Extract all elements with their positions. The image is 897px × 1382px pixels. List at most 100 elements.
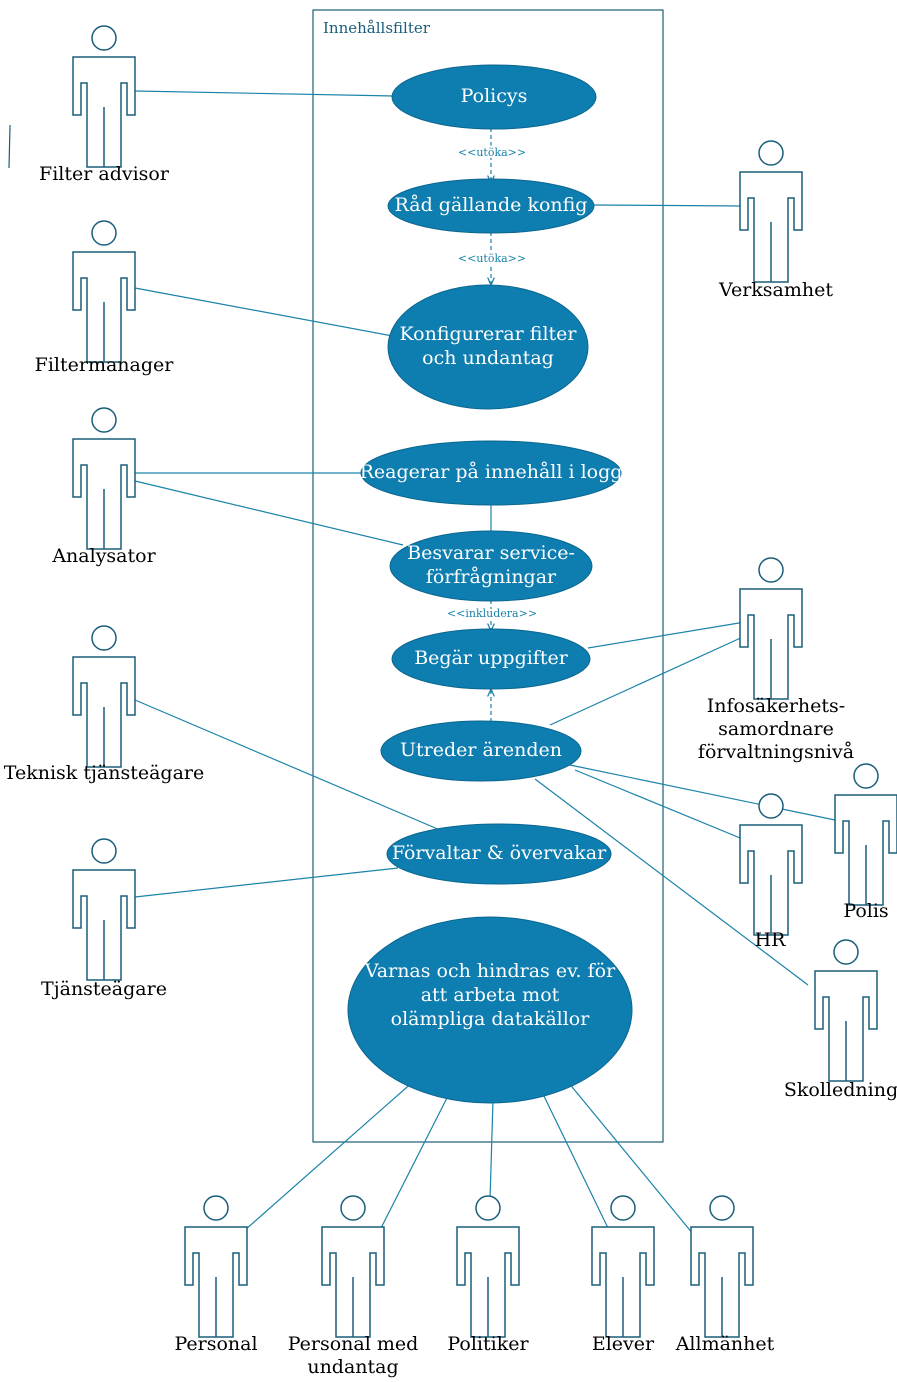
actor-head bbox=[610, 1195, 636, 1221]
dependencies: <<utöka>> <<utöka>> <<inkludera>> bbox=[445, 128, 539, 722]
use-case-label-line: Besvarar service- bbox=[407, 542, 575, 564]
actor-label-line: Tjänsteägare bbox=[41, 978, 167, 1000]
use-case-begar[interactable]: Begär uppgifter bbox=[391, 628, 591, 690]
use-case-label-line: och undantag bbox=[422, 347, 554, 369]
actor-label-line: Analysator bbox=[51, 545, 156, 567]
use-case-utreder[interactable]: Utreder ärenden bbox=[380, 720, 582, 782]
use-case-policys[interactable]: Policys bbox=[391, 64, 597, 130]
assoc-filter-advisor-policys bbox=[134, 90, 394, 97]
actor-label-line: Skolledning bbox=[784, 1079, 897, 1101]
actor-label-line: Filtermanager bbox=[35, 354, 175, 376]
actor-skolledning[interactable]: Skolledning bbox=[784, 939, 897, 1101]
actor-label: Skolledning bbox=[784, 1079, 897, 1101]
assoc-infosak-utreder bbox=[549, 635, 746, 726]
use-cases: Policys Råd gällande konfig Konfigurerar… bbox=[347, 64, 633, 1104]
actor-head bbox=[709, 1195, 735, 1221]
assoc-utreder-skolledning bbox=[534, 778, 809, 986]
assoc-personal-undantag-varnas bbox=[379, 1091, 451, 1231]
actor-head bbox=[91, 625, 117, 651]
assoc-filtermanager-konfig bbox=[134, 287, 399, 338]
assoc-tjansteagare-forvaltar bbox=[134, 867, 399, 898]
use-case-reagerar[interactable]: Reagerar på innehåll i logg bbox=[360, 440, 623, 506]
use-case-label-line: Råd gällande konfig bbox=[395, 194, 588, 216]
actor-label-line: Filter advisor bbox=[39, 163, 170, 185]
actor-label-line: Elever bbox=[592, 1333, 655, 1355]
actor-verksamhet[interactable]: Verksamhet bbox=[718, 140, 833, 301]
use-case-rad-galllande-konfig[interactable]: Råd gällande konfig bbox=[387, 178, 595, 234]
actor-head bbox=[203, 1195, 229, 1221]
actor-elever[interactable]: Elever bbox=[591, 1195, 655, 1355]
assoc-politiker-varnas bbox=[489, 1099, 494, 1201]
use-case-label-line: Reagerar på innehåll i logg bbox=[360, 461, 623, 483]
use-case-label-line: Varnas och hindras ev. för bbox=[364, 960, 616, 982]
actor-label-line: förvaltningsnivå bbox=[698, 741, 854, 763]
assoc-personal-varnas bbox=[244, 1079, 416, 1231]
use-case-reagerar-label: Reagerar på innehåll i logg bbox=[360, 461, 623, 483]
assoc-allmanhet-varnas bbox=[567, 1081, 699, 1241]
actor-allmanhet[interactable]: Allmänhet bbox=[675, 1195, 775, 1355]
use-case-begar-label: Begär uppgifter bbox=[414, 647, 569, 669]
assoc-analysator-besvarar bbox=[134, 480, 404, 546]
actor-label: Analysator bbox=[51, 545, 156, 567]
stray-mark bbox=[8, 124, 11, 169]
actor-label-line: HR bbox=[755, 929, 787, 951]
use-case-policys-label: Policys bbox=[461, 85, 528, 107]
actor-filter-advisor[interactable]: Filter advisor bbox=[39, 25, 170, 185]
use-case-label-line: olämpliga datakällor bbox=[391, 1008, 591, 1030]
actor-head bbox=[91, 220, 117, 246]
assoc-elever-varnas bbox=[541, 1091, 609, 1229]
actors: Filter advisor VerksamhetFiltermanagerAna… bbox=[4, 25, 897, 1378]
include-label: <<inkludera>> bbox=[447, 607, 537, 620]
extend-label-1: <<utöka>> bbox=[458, 146, 526, 159]
use-case-utreder-label: Utreder ärenden bbox=[400, 739, 562, 761]
use-case-besvarar-label: Besvarar service-förfrågningar bbox=[407, 542, 575, 588]
use-case-forvaltar[interactable]: Förvaltar & övervakar bbox=[386, 823, 612, 885]
actor-label: Filtermanager bbox=[35, 354, 175, 376]
use-case-label-line: Begär uppgifter bbox=[414, 647, 569, 669]
actor-label-line: Polis bbox=[843, 900, 888, 922]
actor-filtermanager[interactable]: Filtermanager bbox=[35, 220, 175, 376]
actor-label: Polis bbox=[843, 900, 888, 922]
use-case-besvarar[interactable]: Besvarar service-förfrågningar bbox=[389, 530, 593, 602]
actor-politiker[interactable]: Politiker bbox=[447, 1195, 529, 1355]
actor-tjansteagare[interactable]: Tjänsteägare bbox=[41, 838, 167, 1000]
actor-label-line: Politiker bbox=[447, 1333, 529, 1355]
actor-label-line: undantag bbox=[307, 1356, 398, 1378]
actor-label: Personal bbox=[174, 1333, 257, 1355]
assoc-verksamhet-rad bbox=[592, 204, 746, 207]
actor-head bbox=[91, 25, 117, 51]
use-case-label-line: Förvaltar & övervakar bbox=[392, 842, 607, 864]
assoc-utreder-hr bbox=[574, 769, 746, 841]
actor-label: Teknisk tjänsteägare bbox=[4, 762, 204, 784]
actor-label: Tjänsteägare bbox=[41, 978, 167, 1000]
actor-head bbox=[853, 763, 879, 789]
actor-label: Politiker bbox=[447, 1333, 529, 1355]
use-case-label-line: Konfigurerar filter bbox=[399, 323, 577, 345]
use-case-forvaltar-label: Förvaltar & övervakar bbox=[392, 842, 607, 864]
use-case-label-line: Utreder ärenden bbox=[400, 739, 562, 761]
associations bbox=[134, 90, 836, 1241]
actor-head bbox=[340, 1195, 366, 1221]
actor-label: Allmänhet bbox=[675, 1333, 775, 1355]
actor-analysator[interactable]: Analysator bbox=[51, 407, 157, 567]
actor-head bbox=[758, 793, 784, 819]
actor-head bbox=[91, 407, 117, 433]
assoc-teknisk-forvaltar bbox=[134, 699, 441, 831]
actor-label: HR bbox=[755, 929, 787, 951]
actor-teknisk[interactable]: Teknisk tjänsteägare bbox=[4, 625, 204, 784]
actor-hr[interactable]: HR bbox=[739, 793, 803, 951]
actor-polis[interactable]: Polis bbox=[834, 763, 897, 922]
actor-personal[interactable]: Personal bbox=[174, 1195, 258, 1355]
actor-label-line: Personal bbox=[174, 1333, 257, 1355]
use-case-label-line: att arbeta mot bbox=[421, 984, 560, 1006]
extend-label-2: <<utöka>> bbox=[458, 252, 526, 265]
